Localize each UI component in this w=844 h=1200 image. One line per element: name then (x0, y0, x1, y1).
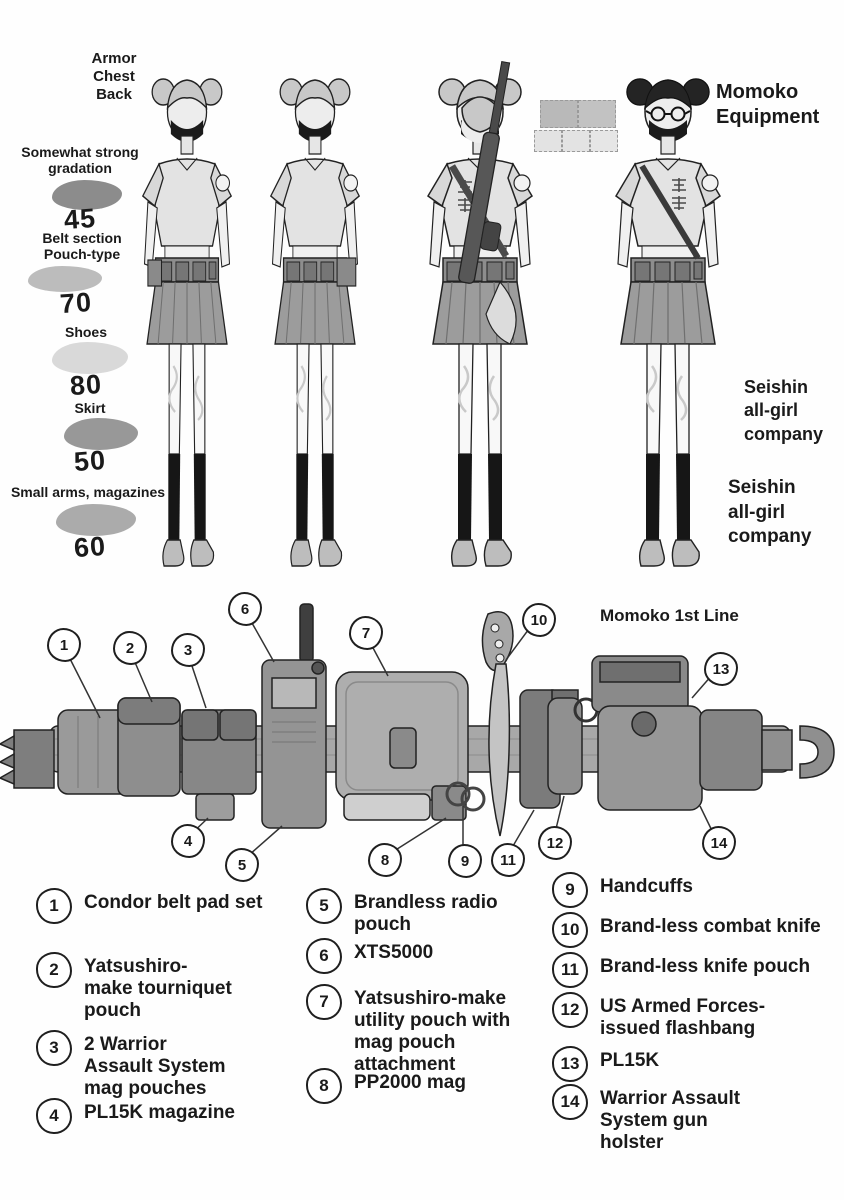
legend-label: PP2000 mag (354, 1072, 466, 1093)
legend-item: 8 PP2000 mag (306, 1068, 546, 1104)
tone-swatch-color (64, 418, 138, 450)
callout-13: 13 (704, 652, 738, 686)
legend-number: 8 (306, 1068, 342, 1104)
tone-swatch-value: 70 (58, 286, 94, 320)
legend-number: 1 (36, 888, 72, 924)
tone-swatch-value: 80 (68, 368, 104, 402)
legend-item: 2 Yatsushiro-make tourniquet pouch (36, 952, 236, 1022)
legend-item: 13 PL15K (552, 1046, 792, 1082)
belt-rig-diagram (0, 603, 835, 864)
legend-number: 5 (306, 888, 342, 924)
legend-item: 6 XTS5000 (306, 938, 546, 974)
legend-number: 12 (552, 992, 588, 1028)
legend-item: 9 Handcuffs (552, 872, 812, 908)
legend-number: 6 (306, 938, 342, 974)
legend-number: 4 (36, 1098, 72, 1134)
callout-3: 3 (171, 633, 205, 667)
tone-swatch-color (28, 266, 102, 292)
callout-9: 9 (448, 844, 482, 878)
callout-14: 14 (702, 826, 736, 860)
diagram-title: Momoko 1st Line (600, 606, 739, 625)
tone-swatch-label: Somewhat strong gradation (21, 144, 139, 177)
legend-item: 3 2 Warrior Assault System mag pouches (36, 1030, 236, 1100)
callout-8: 8 (368, 843, 402, 877)
callout-4: 4 (171, 824, 205, 858)
legend-item: 5 Brandless radio pouch (306, 888, 546, 936)
legend-label: Warrior Assault System gun holster (600, 1088, 741, 1154)
tone-sample (562, 130, 590, 152)
legend-label: Yatsushiro-make tourniquet pouch (84, 956, 232, 1022)
tone-swatch-label: Belt section Pouch-type (42, 230, 122, 263)
legend-number: 3 (36, 1030, 72, 1066)
legend-label: Brandless radio pouch (354, 892, 498, 936)
sheet-title: Momoko Equipment (716, 81, 820, 128)
callout-1: 1 (47, 628, 81, 662)
figure-side-view-1 (141, 77, 233, 568)
tone-panel-header: Armor Chest Back (91, 50, 137, 103)
callout-10: 10 (522, 603, 556, 637)
legend-number: 10 (552, 912, 588, 948)
callout-2: 2 (113, 631, 147, 665)
tone-swatch-label: Small arms, magazines (10, 484, 166, 500)
tone-swatch-label: Skirt (74, 400, 106, 416)
legend-label: XTS5000 (354, 942, 434, 963)
legend-label: PL15K (600, 1050, 660, 1071)
legend-item: 4 PL15K magazine (36, 1098, 276, 1134)
callout-6: 6 (228, 592, 262, 626)
legend-item: 1 Condor belt pad set (36, 888, 276, 924)
tone-swatch-color (56, 504, 136, 536)
tone-sample (590, 130, 618, 152)
tone-swatch-label: Shoes (64, 324, 107, 340)
figure-side-view-2 (269, 77, 361, 568)
legend-label: US Armed Forces-issued flashbang (600, 996, 766, 1040)
tone-sample (540, 100, 578, 128)
tone-swatch-color (52, 180, 122, 210)
company-label-lower: Seishin all-girl company (728, 477, 812, 548)
legend-number: 9 (552, 872, 588, 908)
legend-label: Condor belt pad set (84, 892, 263, 913)
legend-number: 2 (36, 952, 72, 988)
belt-rig-illustration (0, 603, 835, 837)
legend-number: 13 (552, 1046, 588, 1082)
character-figures (141, 60, 722, 568)
legend-number: 14 (552, 1084, 588, 1120)
legend-item: 11 Brand-less knife pouch (552, 952, 822, 988)
legend-item: 12 US Armed Forces-issued flashbang (552, 992, 777, 1040)
legend-item: 14 Warrior Assault System gun holster (552, 1084, 774, 1154)
figure-back-view (426, 60, 534, 568)
legend-number: 11 (552, 952, 588, 988)
callout-11: 11 (491, 843, 525, 877)
legend-number: 7 (306, 984, 342, 1020)
callout-5: 5 (225, 848, 259, 882)
figure-front-view (614, 77, 722, 568)
callout-12: 12 (538, 826, 572, 860)
legend-label: Handcuffs (600, 876, 693, 897)
legend-item: 7 Yatsushiro-make utility pouch with mag… (306, 984, 518, 1076)
legend-label: Brand-less knife pouch (600, 956, 811, 977)
callout-7: 7 (349, 616, 383, 650)
tone-swatch-color (52, 342, 128, 374)
legend-item: 10 Brand-less combat knife (552, 912, 822, 948)
legend-label: 2 Warrior Assault System mag pouches (84, 1034, 226, 1100)
tone-sample (534, 130, 562, 152)
legend-label: Yatsushiro-make utility pouch with mag p… (354, 988, 511, 1076)
tone-sample (578, 100, 616, 128)
legend-label: Brand-less combat knife (600, 916, 821, 937)
legend-label: PL15K magazine (84, 1102, 235, 1123)
company-label-upper: Seishin all-girl company (744, 377, 824, 444)
